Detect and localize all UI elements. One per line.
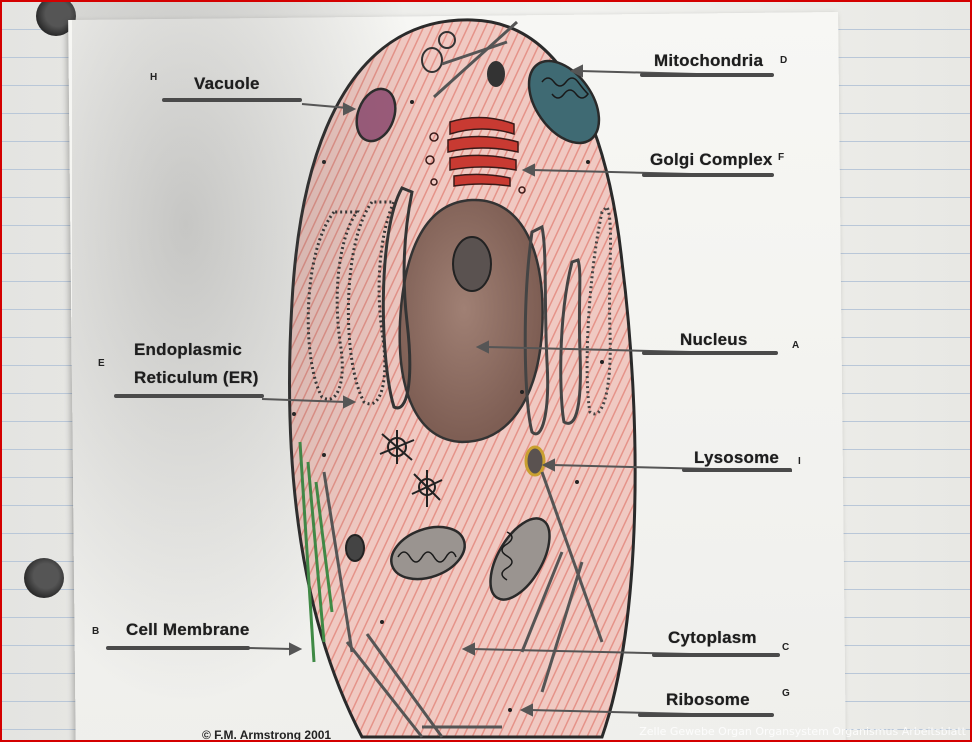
- mitochondrion-top: [527, 59, 601, 145]
- mitochondrion-lower-left: [390, 525, 466, 581]
- ribosome-label: Ribosome: [666, 690, 750, 709]
- er-label-line1: Endoplasmic: [134, 340, 243, 359]
- cytoplasm-label: Cytoplasm: [668, 628, 757, 647]
- small-vesicle: [345, 534, 365, 562]
- vacuole-organelle: [355, 87, 397, 143]
- nucleus-label: Nucleus: [680, 330, 748, 349]
- mitochondrion-lower-right: [489, 517, 551, 601]
- er-underline: [114, 394, 264, 398]
- cytoplasm-underline: [652, 653, 780, 657]
- ribosome-underline: [638, 713, 774, 717]
- golgi-letter: F: [778, 152, 785, 163]
- lysosome-label: Lysosome: [694, 448, 780, 467]
- top-vesicles: [421, 31, 505, 87]
- cytoplasm-letter: C: [782, 642, 790, 653]
- cell-membrane-letter: B: [92, 626, 100, 637]
- lysosome-letter: I: [798, 456, 801, 467]
- top-microtubules: [432, 20, 519, 99]
- nucleolus: [452, 236, 492, 292]
- binder-hole-bottom: [24, 558, 64, 598]
- er-right: [523, 204, 612, 436]
- vacuole-letter: H: [150, 72, 158, 83]
- nucleus-underline: [642, 351, 778, 355]
- gray-fibers: [322, 471, 604, 738]
- nucleus-letter: A: [792, 340, 800, 351]
- er-label-line2: Reticulum (ER): [134, 368, 259, 387]
- green-fibers: [298, 441, 334, 663]
- ribosome-letter: G: [782, 688, 790, 699]
- centriole-clusters: [379, 430, 443, 507]
- mitochondria-underline: [640, 73, 774, 77]
- lysosome-organelle: [524, 445, 546, 477]
- cell-membrane-underline: [106, 646, 250, 650]
- rough-er-left: [306, 186, 414, 410]
- golgi-label: Golgi Complex: [650, 150, 773, 169]
- mitochondria-label: Mitochondria: [654, 51, 764, 70]
- lysosome-underline: [682, 468, 792, 472]
- nucleus-shape: [398, 198, 544, 444]
- ribosome-dots: [292, 100, 604, 712]
- golgi-complex: [425, 116, 526, 194]
- copyright-text: © F.M. Armstrong 2001: [202, 728, 332, 742]
- vacuole-label: Vacuole: [194, 74, 260, 93]
- er-letter: E: [98, 358, 105, 369]
- vacuole-underline: [162, 98, 302, 102]
- golgi-underline: [642, 173, 774, 177]
- cell-membrane-label: Cell Membrane: [126, 620, 250, 639]
- mitochondria-letter: D: [780, 55, 788, 66]
- watermark-text: Zelle Gewebe Organ Organsystem Organismu…: [639, 725, 966, 738]
